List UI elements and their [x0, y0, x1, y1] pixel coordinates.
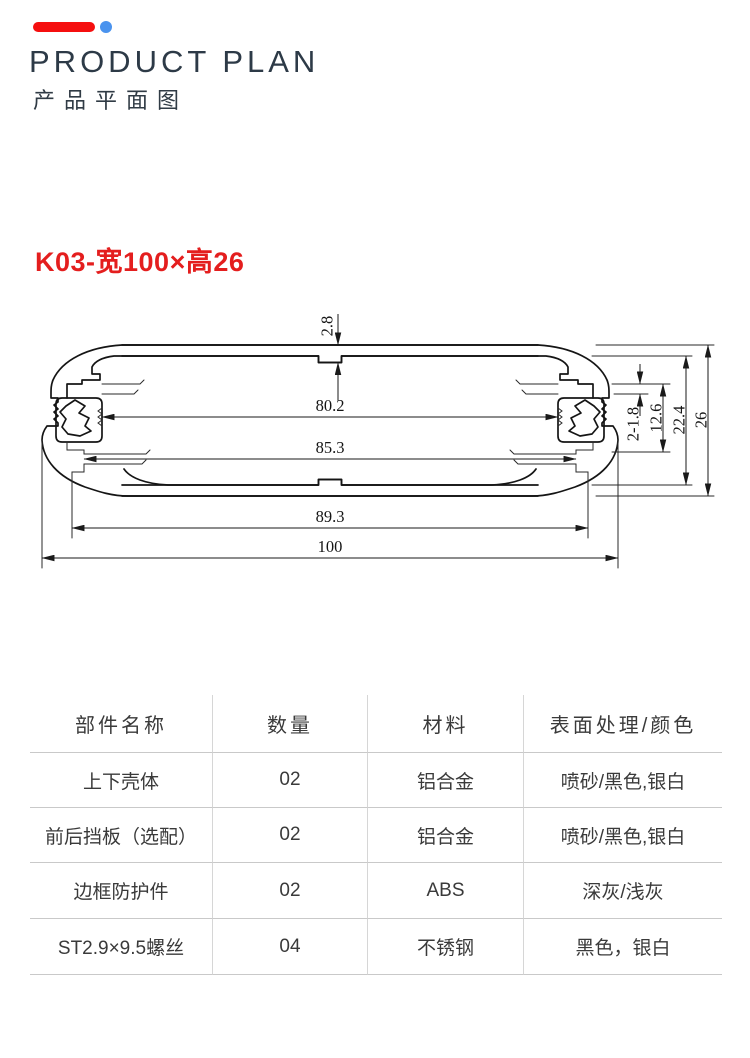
table-row0-col3: 喷砂/黑色,银白	[524, 753, 722, 808]
dim-boss-height-label: 12.6	[647, 404, 666, 433]
table-header-col2: 材料	[368, 695, 524, 753]
blue-accent-dot	[100, 21, 112, 33]
dim-inner-width1-label: 80.2	[316, 396, 345, 415]
dim-inner-height-label: 22.4	[670, 406, 689, 435]
table-row2-col0: 边框防护件	[30, 863, 213, 919]
table-header-col3: 表面处理/颜色	[524, 695, 722, 753]
table-row1-col0: 前后挡板（选配）	[30, 808, 213, 863]
table-row3-col1: 04	[213, 919, 368, 975]
table-row1-col2: 铝合金	[368, 808, 524, 863]
table-header-col1: 数量	[213, 695, 368, 753]
table-row0-col0: 上下壳体	[30, 753, 213, 808]
table-row3-col2: 不锈钢	[368, 919, 524, 975]
extension-lines	[41, 344, 715, 569]
table-row2-col2: ABS	[368, 863, 524, 919]
table-header-col0: 部件名称	[30, 695, 213, 753]
dim-inner-width3-label: 89.3	[316, 507, 345, 526]
profile-right-half	[121, 344, 619, 497]
table-row3-col0: ST2.9×9.5螺丝	[30, 919, 213, 975]
table-row0-col2: 铝合金	[368, 753, 524, 808]
dim-wall-thickness-label: 2.8	[318, 316, 337, 337]
table-row1-col3: 喷砂/黑色,银白	[524, 808, 722, 863]
dim-slot-label: 2-1.8	[624, 407, 643, 441]
dimension-labels: 2.8 80.2 85.3 89.3 100 2-1.8 12.6 22.4 2…	[316, 316, 711, 556]
dimension-lines	[41, 314, 712, 562]
profile-left-half	[41, 344, 539, 497]
table-row0-col1: 02	[213, 753, 368, 808]
red-accent-bar	[33, 22, 95, 32]
table-row2-col1: 02	[213, 863, 368, 919]
table-row3-col3: 黑色，银白	[524, 919, 722, 975]
page-title-zh: 产品平面图	[33, 88, 189, 113]
table-row1-col1: 02	[213, 808, 368, 863]
dim-inner-width2-label: 85.3	[316, 438, 345, 457]
profile-cross-section-drawing: 2.8 80.2 85.3 89.3 100 2-1.8 12.6 22.4 2…	[41, 314, 715, 569]
dim-overall-width-label: 100	[318, 537, 343, 556]
model-title: K03-宽100×高26	[35, 247, 245, 277]
page-title-en: PRODUCT PLAN	[29, 44, 320, 79]
dim-overall-height-label: 26	[692, 412, 711, 429]
table-row2-col3: 深灰/浅灰	[524, 863, 722, 919]
